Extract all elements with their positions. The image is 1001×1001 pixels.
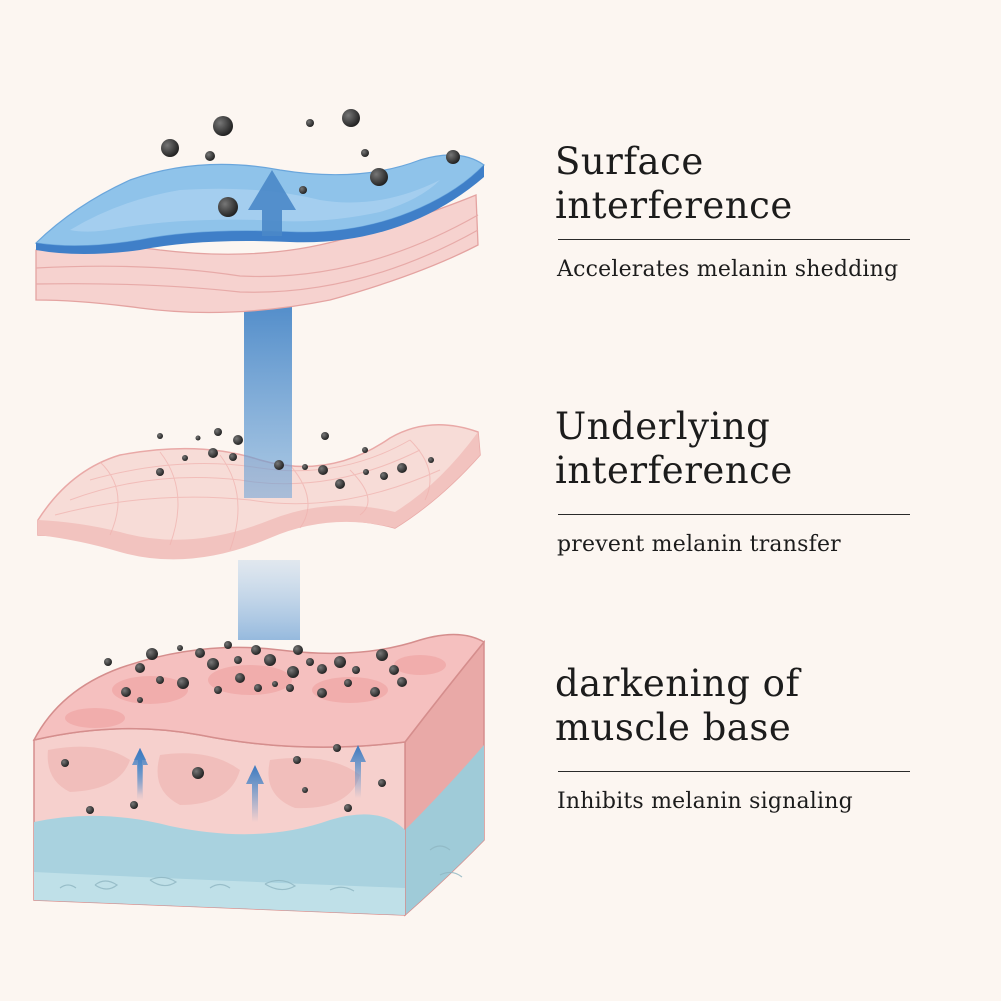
melanin-particles <box>61 109 460 814</box>
surface-interference-label: Surface interference Accelerates melanin… <box>555 140 975 282</box>
surface-skin-sheet <box>34 154 485 314</box>
skin-layer-diagram <box>32 109 486 917</box>
divider <box>558 514 910 515</box>
divider <box>558 771 910 772</box>
underlying-interference-label: Underlying interference prevent melanin … <box>555 405 975 557</box>
label-description: prevent melanin transfer <box>557 532 841 557</box>
divider <box>558 239 910 240</box>
muscle-base-darkening-label: darkening of muscle base Inhibits melani… <box>555 662 975 814</box>
label-description: Inhibits melanin signaling <box>557 789 853 814</box>
label-description: Accelerates melanin shedding <box>557 257 899 282</box>
label-title: Surface interference <box>555 140 793 227</box>
signal-arrows <box>132 745 366 822</box>
transfer-beams <box>238 305 300 640</box>
label-title: darkening of muscle base <box>555 662 800 749</box>
label-title: Underlying interference <box>555 405 793 492</box>
